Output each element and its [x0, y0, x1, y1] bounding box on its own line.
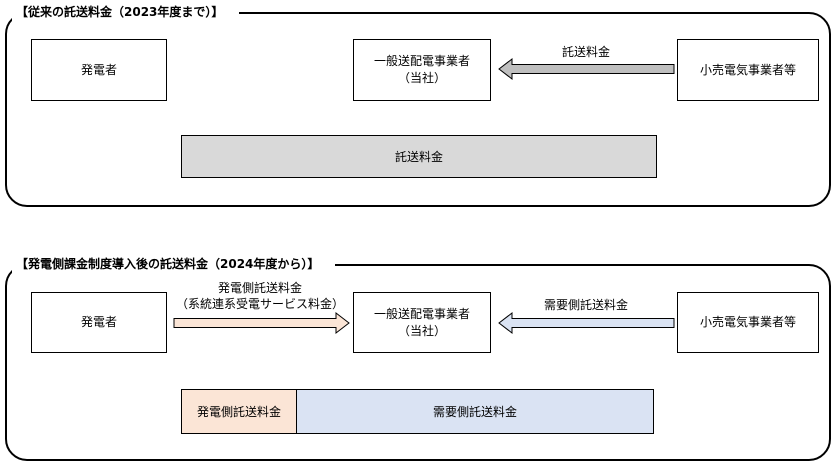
consignment-fee-bar: 託送料金	[181, 135, 657, 178]
demand-side-fee-bar-label: 需要側託送料金	[432, 405, 517, 419]
transmission-operator-box-1: 一般送配電事業者 （当社）	[353, 39, 491, 101]
transmission-operator-sublabel: （当社）	[397, 71, 446, 85]
generator-label: 発電者	[80, 315, 117, 329]
transmission-operator-sublabel: （当社）	[397, 323, 446, 338]
consignment-fee-arrow	[498, 57, 675, 81]
consignment-fee-bar-label: 託送料金	[394, 150, 443, 164]
generator-box-2: 発電者	[31, 292, 167, 353]
demand-side-fee-bar: 需要側託送料金	[296, 389, 654, 434]
retailer-label: 小売電気事業者等	[699, 315, 796, 329]
transmission-operator-box-2: 一般送配電事業者 （当社）	[353, 292, 491, 353]
demand-side-fee-arrow	[498, 311, 675, 335]
generation-side-fee-label: 発電側託送料金	[217, 281, 302, 295]
consignment-fee-arrow-label: 託送料金	[561, 45, 610, 59]
grid-connection-service-fee-label: （系統連系受電サービス料金）	[175, 297, 344, 311]
demand-side-fee-arrow-label: 需要側託送料金	[543, 298, 628, 312]
generation-side-fee-bar: 発電側託送料金	[181, 389, 297, 434]
generator-box-1: 発電者	[31, 39, 167, 101]
section-1-title: 【従来の託送料金（2023年度まで）】	[12, 3, 240, 21]
retailer-box-2: 小売電気事業者等	[677, 292, 819, 353]
retailer-label: 小売電気事業者等	[699, 62, 796, 77]
generation-side-fee-arrow-label: 発電側託送料金 （系統連系受電サービス料金）	[170, 280, 350, 312]
generation-side-fee-arrow	[173, 311, 350, 335]
section-2-title: 【発電側課金制度導入後の託送料金（2024年度から）】	[12, 255, 336, 273]
generator-label: 発電者	[80, 62, 117, 77]
transmission-operator-label: 一般送配電事業者	[373, 306, 470, 321]
transmission-operator-label: 一般送配電事業者	[373, 54, 470, 68]
retailer-box-1: 小売電気事業者等	[677, 39, 819, 101]
generation-side-fee-bar-label: 発電側託送料金	[196, 405, 281, 419]
